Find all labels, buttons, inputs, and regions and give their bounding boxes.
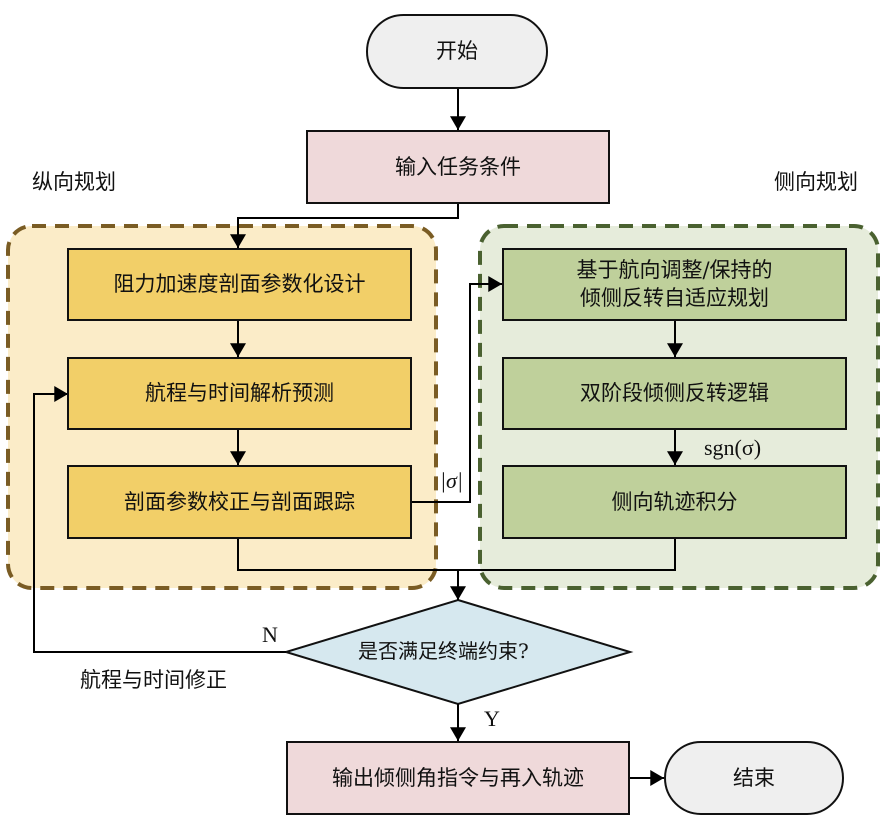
input-task-label: 输入任务条件 bbox=[395, 154, 521, 179]
decision-label: 是否满足终端约束? bbox=[358, 639, 529, 663]
end-label: 结束 bbox=[733, 765, 775, 790]
lat-step-adaptive-reversal-planning: 基于航向调整/保持的 倾侧反转自适应规划 bbox=[502, 248, 847, 321]
long-step-range-time-prediction: 航程与时间解析预测 bbox=[67, 357, 412, 430]
lat-step-3-label: 侧向轨迹积分 bbox=[611, 489, 738, 514]
arrow-decision-no-to-long2 bbox=[33, 386, 286, 653]
branch-yes-label: Y bbox=[484, 706, 500, 731]
long-step-profile-correction-tracking: 剖面参数校正与剖面跟踪 bbox=[67, 465, 412, 539]
lateral-title: 侧向规划 bbox=[774, 170, 858, 194]
output-command-label: 输出倾侧角指令与再入轨迹 bbox=[332, 765, 584, 790]
output-command-box: 输出倾侧角指令与再入轨迹 bbox=[286, 741, 630, 815]
start-label: 开始 bbox=[436, 39, 478, 64]
long-step-2-label: 航程与时间解析预测 bbox=[145, 381, 334, 406]
lat-step-two-stage-reversal-logic: 双阶段倾侧反转逻辑 bbox=[502, 357, 847, 430]
start-terminal: 开始 bbox=[366, 14, 548, 89]
longitudinal-title: 纵向规划 bbox=[32, 170, 116, 194]
branch-no-label: N bbox=[262, 622, 278, 647]
correction-label: 航程与时间修正 bbox=[80, 668, 227, 692]
long-step-3-label: 剖面参数校正与剖面跟踪 bbox=[124, 489, 355, 514]
input-task-box: 输入任务条件 bbox=[306, 130, 610, 204]
long-step-profile-design: 阻力加速度剖面参数化设计 bbox=[67, 248, 412, 321]
arrow-long3-to-lat1 bbox=[412, 276, 503, 503]
sgn-sigma-label: sgn(σ) bbox=[704, 435, 762, 460]
lat-step-1-label: 基于航向调整/保持的 倾侧反转自适应规划 bbox=[576, 258, 773, 310]
merge-line-long3 bbox=[237, 539, 676, 571]
long-step-1-label: 阻力加速度剖面参数化设计 bbox=[113, 272, 366, 297]
abs-sigma-label: |σ| bbox=[440, 468, 463, 493]
lat-step-2-label: 双阶段倾侧反转逻辑 bbox=[580, 381, 769, 406]
lat-step-trajectory-integration: 侧向轨迹积分 bbox=[502, 465, 847, 539]
end-terminal: 结束 bbox=[664, 741, 844, 815]
arrow-input-to-long-step1 bbox=[230, 204, 459, 248]
